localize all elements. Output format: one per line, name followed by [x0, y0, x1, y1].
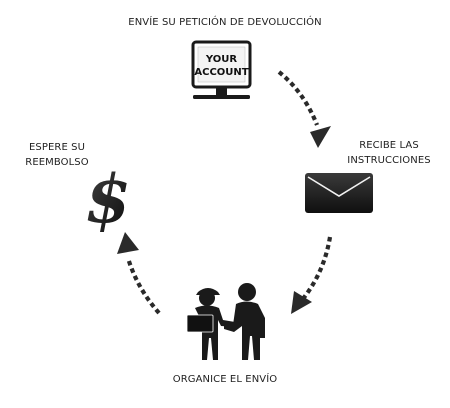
step-request-label: ENVÍE SU PETICIÓN DE DEVOLUCCIÓN	[128, 17, 322, 28]
arrow-request-to-instructions	[277, 70, 331, 148]
dollar-icon: $	[85, 160, 131, 238]
envelope-icon	[305, 173, 373, 213]
arrow-shipping-to-refund	[117, 232, 161, 315]
step-instructions-label-line-2: INSTRUCCIONES	[347, 155, 431, 166]
handoff-icon	[186, 283, 265, 360]
step-refund-label: ESPERE SU REEMBOLSO	[12, 140, 102, 170]
step-shipping-label: ORGANICE EL ENVÍO	[172, 374, 278, 385]
step-instructions-label: RECIBE LAS INSTRUCCIONES	[334, 138, 444, 168]
arrow-instructions-to-shipping	[291, 236, 333, 314]
step-refund-label-line-2: REEMBOLSO	[25, 157, 89, 168]
step-instructions-label-line-1: RECIBE LAS	[359, 140, 419, 151]
monitor-text-line-1: YOUR	[205, 54, 238, 65]
monitor-icon: YOUR ACCOUNT	[191, 40, 252, 99]
dollar-symbol: $	[85, 160, 131, 238]
step-refund-label-line-1: ESPERE SU	[28, 142, 86, 153]
monitor-text-line-2: ACCOUNT	[194, 67, 248, 78]
